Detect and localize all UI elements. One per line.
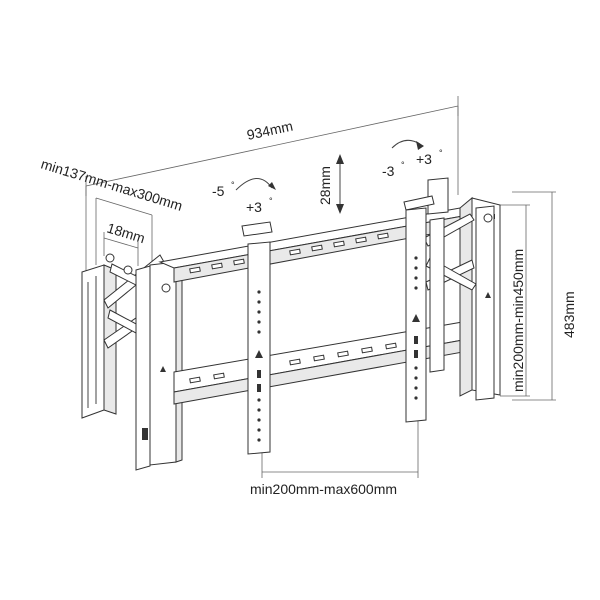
arm-spacing-label: min200mm-max600mm	[250, 481, 397, 497]
tilt-left-negative-degree: °	[231, 180, 235, 190]
bottom-rail-slots	[189, 342, 397, 384]
tilt-right-negative-degree: °	[401, 160, 405, 170]
overall-width-label: 934mm	[245, 118, 294, 143]
tilt-right-negative: -3	[382, 163, 395, 179]
tilt-arrows	[235, 139, 424, 191]
arm2-holes	[414, 256, 418, 400]
tilt-left-positive-degree: °	[269, 196, 273, 206]
depth-range-label: min137mm-max300mm	[39, 156, 184, 214]
depth-offset-label: 18mm	[105, 220, 147, 247]
overall-height-label: 483mm	[561, 291, 577, 338]
dimension-lines	[85, 96, 556, 478]
tilt-right-positive: +3	[416, 151, 432, 167]
arm1-holes	[257, 290, 261, 442]
mount-structure	[81, 177, 501, 471]
vesa-vertical-label: min200mm-min450mm	[510, 249, 526, 392]
tilt-right-positive-degree: °	[439, 148, 443, 158]
vertical-travel-label: 28mm	[317, 166, 333, 205]
top-rail-slots	[189, 232, 389, 274]
tilt-left-positive: +3	[246, 199, 262, 215]
tilt-left-negative: -5	[212, 183, 225, 199]
